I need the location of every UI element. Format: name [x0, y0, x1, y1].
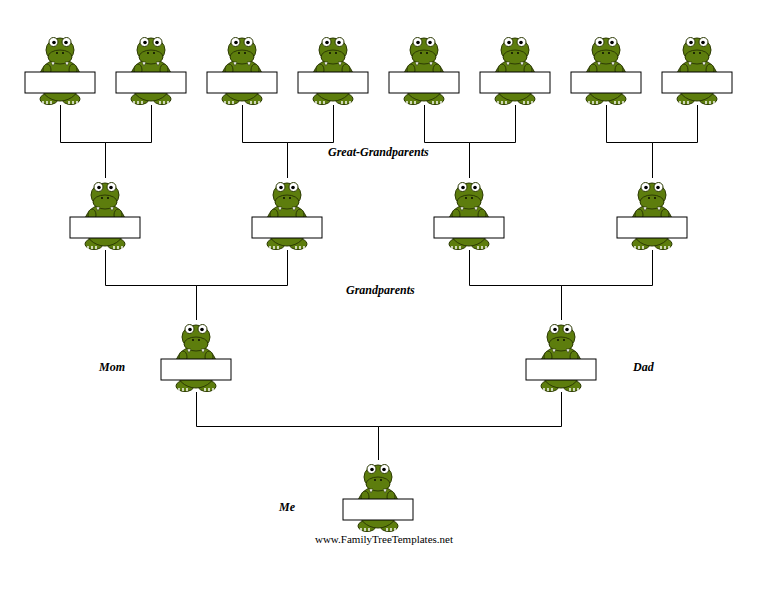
family-member-box: Mom — [159, 320, 233, 392]
dinosaur-figure — [207, 38, 277, 105]
family-member-box — [660, 33, 734, 105]
lineage-connector — [106, 250, 197, 320]
dinosaur-figure — [434, 183, 504, 250]
member-label: Mom — [99, 360, 125, 375]
lineage-connector — [470, 105, 516, 178]
family-member-box — [432, 178, 506, 250]
family-member-box — [68, 178, 142, 250]
lineage-connector — [197, 250, 288, 320]
member-label: Me — [279, 500, 295, 515]
dinosaur-figure — [617, 183, 687, 250]
dinosaur-illustration — [569, 33, 643, 105]
family-member-box — [250, 178, 324, 250]
dinosaur-illustration — [114, 33, 188, 105]
dinosaur-illustration — [615, 178, 689, 250]
lineage-connector — [106, 105, 152, 178]
family-member-box — [296, 33, 370, 105]
lineage-connector — [562, 250, 653, 320]
family-member-box — [205, 33, 279, 105]
dinosaur-illustration — [478, 33, 552, 105]
dinosaur-illustration — [387, 33, 461, 105]
tier-label: Grandparents — [346, 283, 415, 298]
dinosaur-figure — [571, 38, 641, 105]
tier-label: Great-Grandparents — [328, 145, 429, 160]
family-member-box: Dad — [524, 320, 598, 392]
dinosaur-illustration — [432, 178, 506, 250]
lineage-connector — [425, 105, 470, 178]
family-member-box: Me — [341, 460, 415, 532]
dinosaur-figure — [480, 38, 550, 105]
lineage-connector — [379, 392, 562, 460]
family-member-box — [615, 178, 689, 250]
family-member-box — [569, 33, 643, 105]
dinosaur-illustration — [205, 33, 279, 105]
dinosaur-figure — [161, 325, 231, 392]
family-member-box — [23, 33, 97, 105]
family-member-box — [387, 33, 461, 105]
dinosaur-illustration — [159, 320, 233, 392]
lineage-connector — [653, 105, 698, 178]
dinosaur-illustration — [250, 178, 324, 250]
dinosaur-figure — [662, 38, 732, 105]
dinosaur-figure — [25, 38, 95, 105]
dinosaur-figure — [252, 183, 322, 250]
dinosaur-illustration — [524, 320, 598, 392]
dinosaur-figure — [70, 183, 140, 250]
dinosaur-figure — [298, 38, 368, 105]
watermark: www.FamilyTreeTemplates.net — [315, 533, 453, 545]
dinosaur-figure — [116, 38, 186, 105]
dinosaur-illustration — [23, 33, 97, 105]
lineage-connector — [470, 250, 562, 320]
dinosaur-figure — [389, 38, 459, 105]
dinosaur-illustration — [68, 178, 142, 250]
lineage-connector — [243, 105, 288, 178]
family-member-box — [114, 33, 188, 105]
dinosaur-illustration — [341, 460, 415, 532]
family-member-box — [478, 33, 552, 105]
lineage-connector — [288, 105, 334, 178]
dinosaur-figure — [526, 325, 596, 392]
lineage-connector — [607, 105, 653, 178]
dinosaur-illustration — [660, 33, 734, 105]
lineage-connector — [197, 392, 379, 460]
dinosaur-illustration — [296, 33, 370, 105]
member-label: Dad — [633, 360, 654, 375]
lineage-connector — [61, 105, 106, 178]
dinosaur-figure — [343, 465, 413, 532]
